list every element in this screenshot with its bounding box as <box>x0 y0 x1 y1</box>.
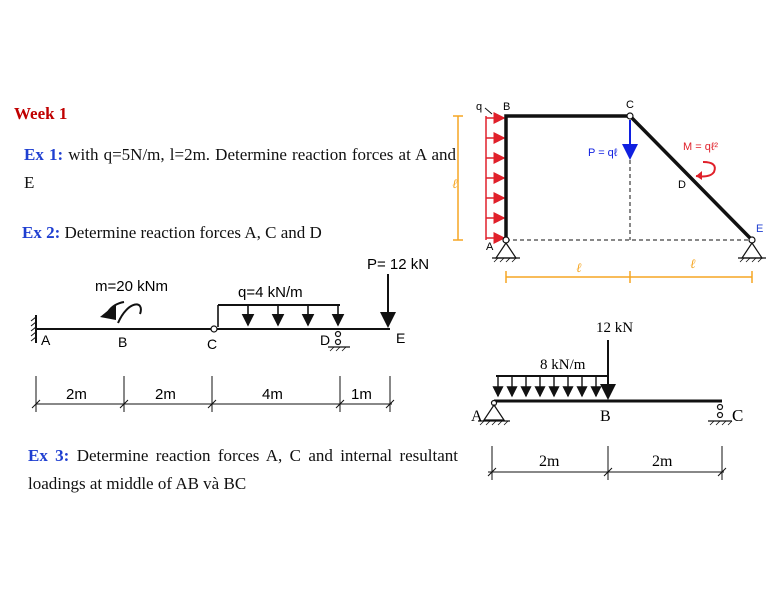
beam2-label-b: B <box>118 334 127 350</box>
exercise-3-label: Ex 3: <box>28 446 70 465</box>
beam2-distributed-load <box>217 304 345 327</box>
exercise-1-label: Ex 1: <box>24 145 64 164</box>
beam3-p-label: 12 kN <box>596 320 633 336</box>
beam2-dim-2: 2m <box>155 386 176 403</box>
beam2-dim-4: 1m <box>351 386 372 403</box>
beam2-label-d: D <box>320 332 330 348</box>
beam3-dim-1: 2m <box>539 453 560 470</box>
beam2-label-a: A <box>41 332 51 348</box>
frame-label-b: B <box>503 101 510 113</box>
frame-support-e <box>738 236 766 263</box>
beam2-dimension-line <box>31 376 395 412</box>
beam2-moment-arrow <box>117 303 142 324</box>
exercise-3: Ex 3: Determine reaction forces A, C and… <box>28 442 458 498</box>
frame-moment-arrow <box>695 161 716 178</box>
beam3-distributed-load <box>492 375 608 398</box>
frame-diagram: ℓ q B C D E A P = qℓ M = qℓ² <box>452 99 766 283</box>
frame-label-q: q <box>476 101 482 113</box>
frame-dim-left: ℓ <box>576 260 582 275</box>
frame-m-label: M = qℓ² <box>683 141 718 153</box>
frame-members <box>504 114 754 242</box>
beam3-label-c: C <box>732 406 743 425</box>
frame-distributed-load <box>485 112 506 244</box>
beam3-q-label: 8 kN/m <box>540 357 586 373</box>
beam2-label-c: C <box>207 336 217 352</box>
beam2-q-label: q=4 kN/m <box>238 284 303 301</box>
beam3-diagram: 8 kN/m 12 kN A B C <box>471 320 743 480</box>
beam3-label-a: A <box>471 408 483 425</box>
exercise-2-text: Determine reaction forces A, C and D <box>64 223 322 242</box>
exercise-2-label: Ex 2: <box>22 223 61 242</box>
frame-label-d: D <box>678 179 686 191</box>
beam2-fixed-support <box>30 315 37 343</box>
beam3-support-a <box>478 399 510 426</box>
exercise-1: Ex 1: with q=5N/m, l=2m. Determine react… <box>24 141 456 197</box>
beam2-roller-d <box>328 330 350 352</box>
frame-label-e: E <box>756 223 763 235</box>
exercise-3-text: Determine reaction forces A, C and inter… <box>28 446 459 493</box>
frame-bottom-dims <box>505 271 753 283</box>
beam3-label-b: B <box>600 408 611 425</box>
beam2-m-label: m=20 kNm <box>95 278 168 295</box>
frame-support-a <box>492 236 520 263</box>
week-title: Week 1 <box>14 104 68 123</box>
beam2-diagram: m=20 kNm q=4 kN/m P= 12 kN A B C D E <box>30 256 429 412</box>
frame-dim-right: ℓ <box>690 256 696 271</box>
beam2-p-label: P= 12 kN <box>367 256 429 273</box>
hinge-c <box>626 112 634 120</box>
beam2-dim-3: 4m <box>262 386 283 403</box>
exercise-2: Ex 2: Determine reaction forces A, C and… <box>22 219 462 247</box>
beam3-dimension-line <box>487 446 727 480</box>
frame-label-c: C <box>626 99 634 111</box>
frame-label-a: A <box>486 241 494 253</box>
beam2-label-e: E <box>396 330 405 346</box>
frame-height-label: ℓ <box>452 176 458 191</box>
beam3-dim-2: 2m <box>652 453 673 470</box>
beam2-hinge-c <box>210 325 218 333</box>
frame-p-label: P = qℓ <box>588 147 618 159</box>
exercise-1-text: with q=5N/m, l=2m. Determine reaction fo… <box>24 145 456 192</box>
beam2-dim-1: 2m <box>66 386 87 403</box>
beam3-roller-c <box>708 403 733 426</box>
